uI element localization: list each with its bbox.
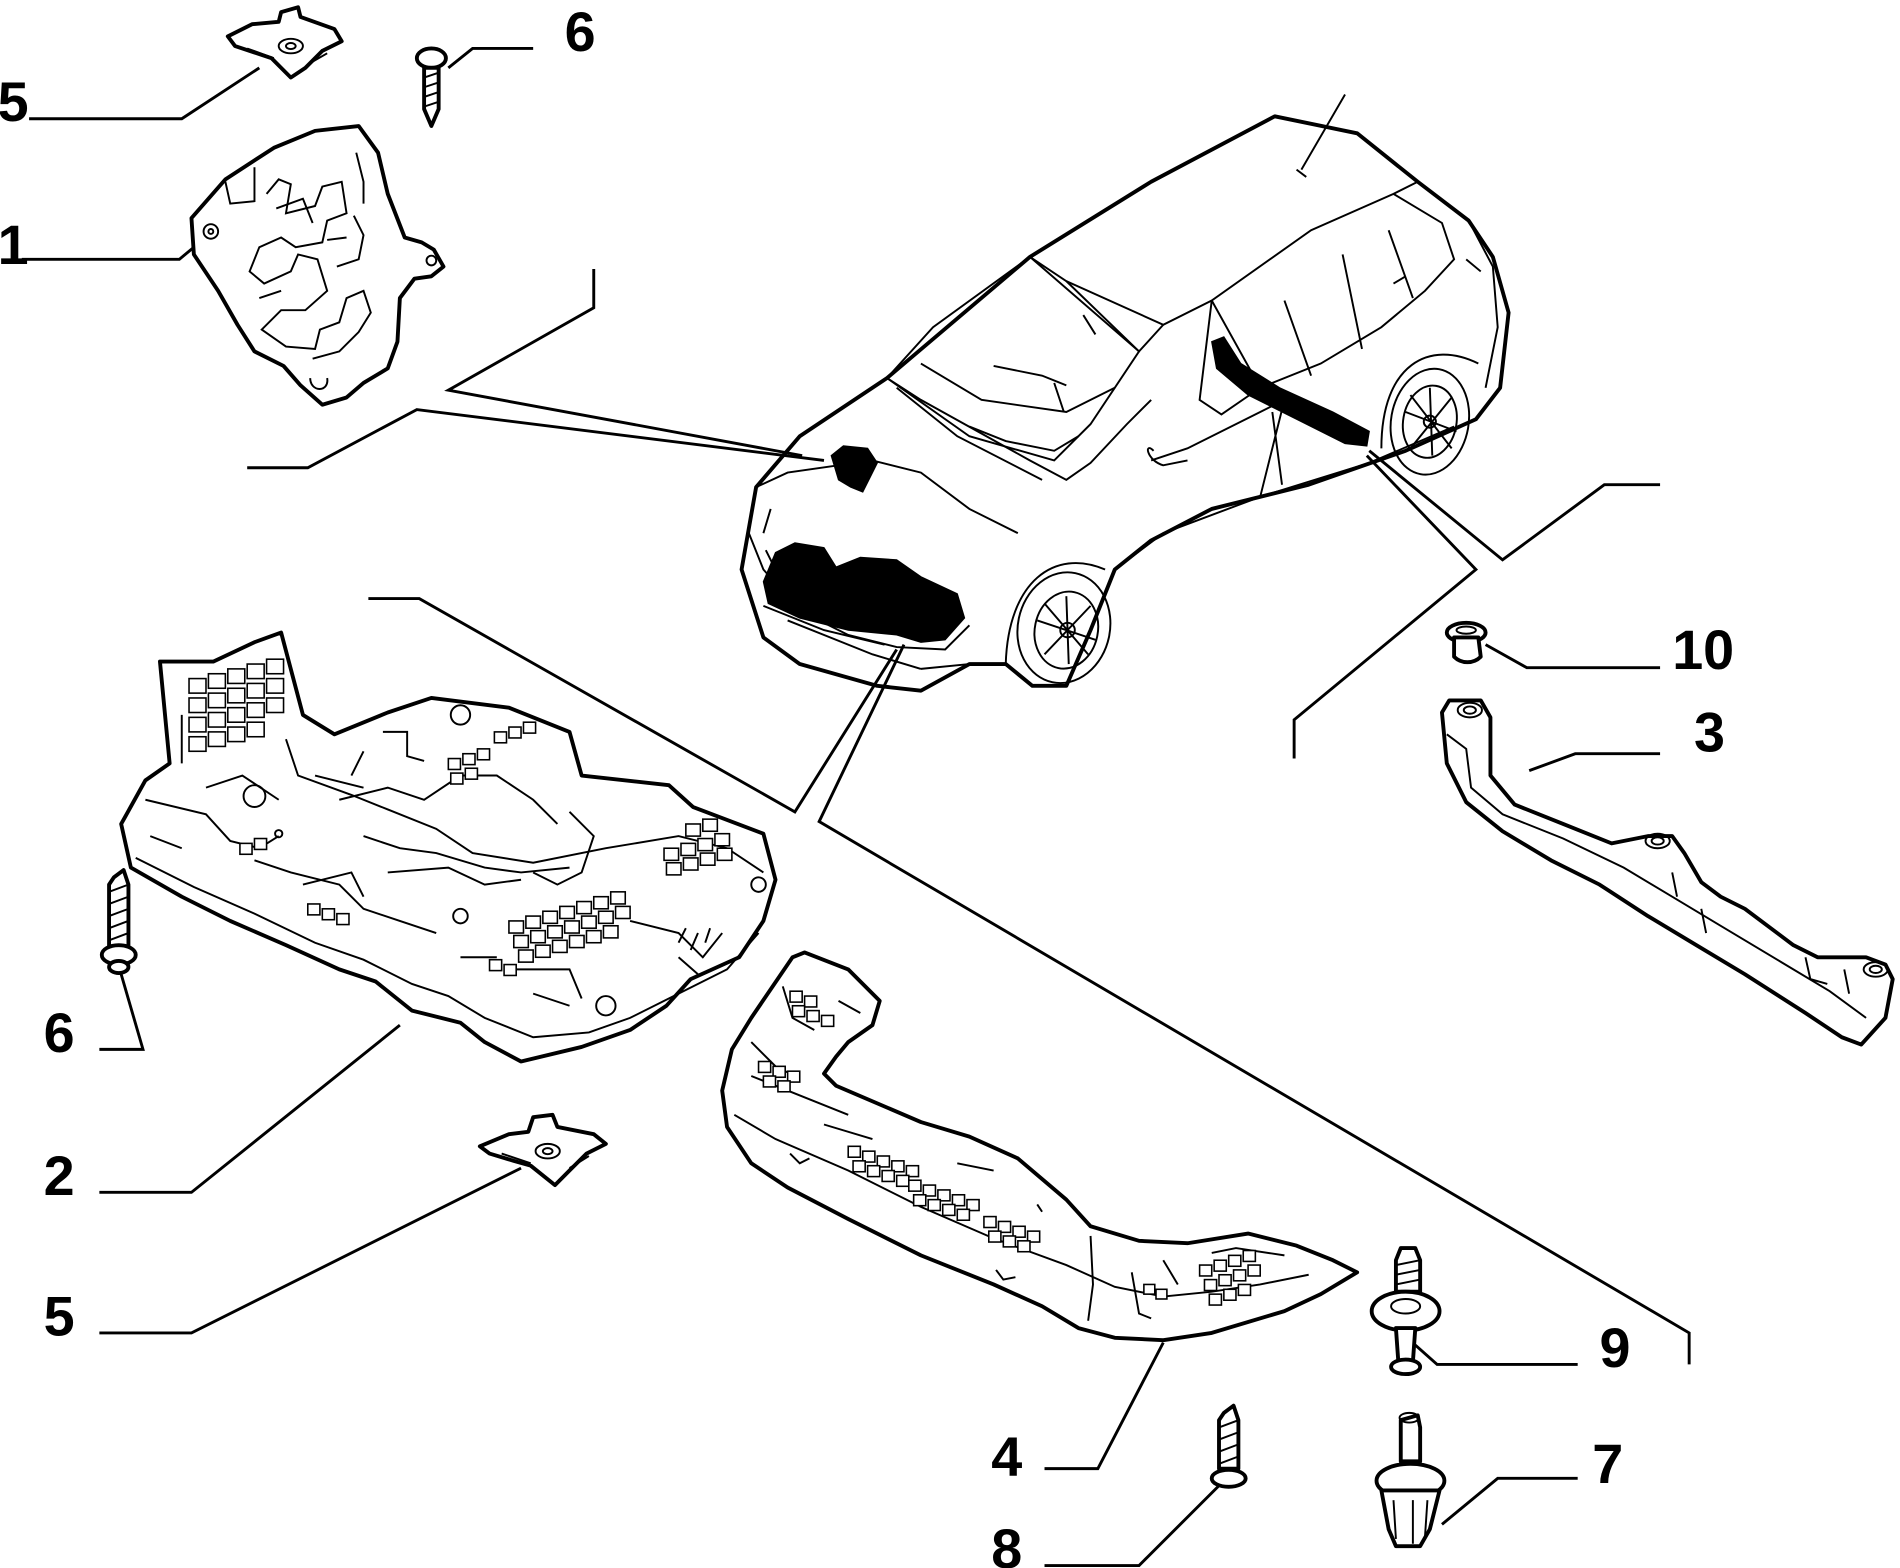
highlight-underbody-shield	[762, 542, 966, 643]
highlight-side-sill	[1211, 336, 1370, 447]
part-7-push-clip	[1374, 1411, 1447, 1549]
callout-8: 8	[991, 1518, 1022, 1568]
callout-3: 3	[1694, 701, 1725, 763]
part-1-heat-shield	[189, 124, 446, 407]
part-10-push-plug	[1444, 620, 1488, 665]
callout-5-top: 5	[0, 71, 29, 133]
car-outline-illustration	[739, 94, 1511, 693]
highlight-engine-shield	[830, 445, 878, 493]
callout-labels: 5 6 1 6 2 5 4 8 7 9 10 3	[0, 1, 1734, 1568]
part-9-pin-rivet	[1369, 1246, 1442, 1377]
callout-1: 1	[0, 214, 29, 276]
part-3-side-sill-shield	[1440, 698, 1895, 1047]
callout-10: 10	[1672, 619, 1734, 681]
callout-6-left: 6	[44, 1002, 75, 1064]
callout-5-bottom: 5	[44, 1285, 75, 1347]
callout-7: 7	[1592, 1433, 1623, 1495]
part-6-screw-top	[414, 46, 448, 128]
part-6-screw-left	[99, 868, 138, 975]
callout-2: 2	[44, 1145, 75, 1207]
leader-lines	[21, 47, 1691, 1568]
part-4-front-undershield	[720, 950, 1360, 1343]
callout-6-top: 6	[565, 1, 596, 63]
part-2-underbody-panel	[119, 630, 778, 1064]
callout-4: 4	[991, 1426, 1022, 1488]
part-5-clip-nut-bottom	[477, 1112, 608, 1188]
callout-9: 9	[1599, 1317, 1630, 1379]
part-5-clip-nut-top	[225, 5, 344, 80]
part-8-tapping-screw	[1209, 1403, 1248, 1489]
